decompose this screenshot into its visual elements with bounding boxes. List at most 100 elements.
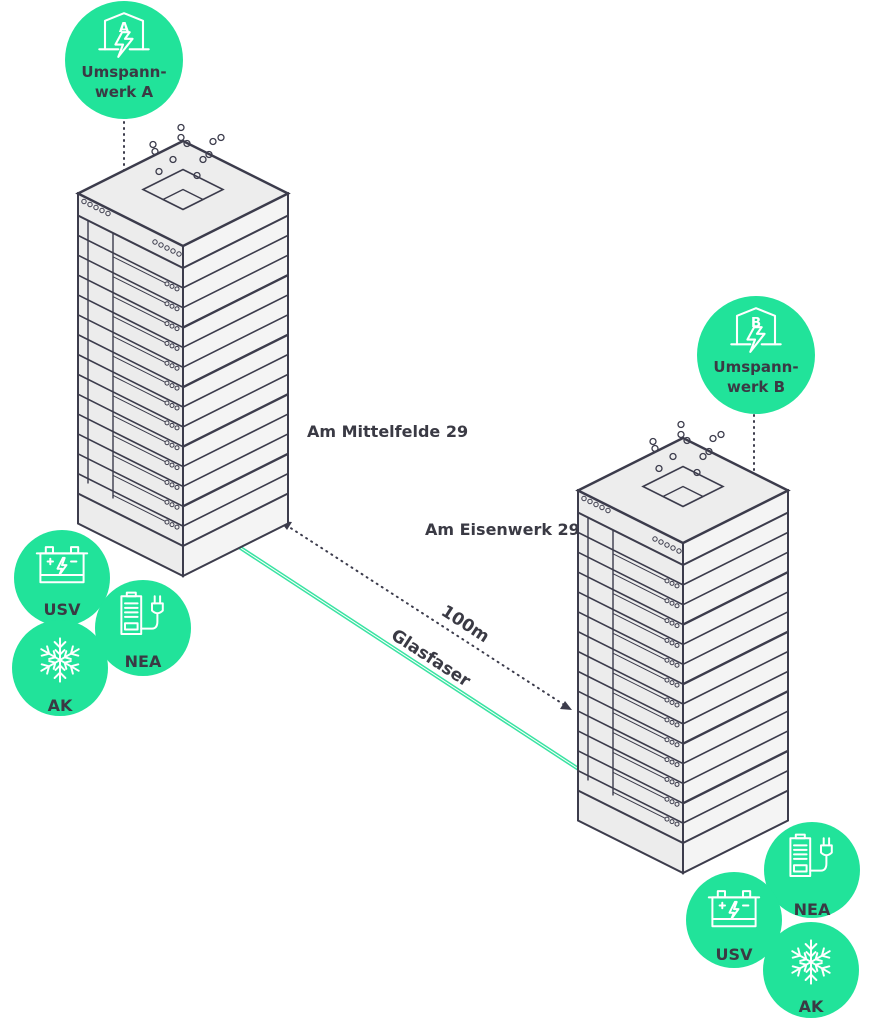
shelf-line bbox=[182, 452, 289, 508]
server-led bbox=[169, 363, 175, 369]
shelf-line bbox=[682, 749, 789, 805]
shelf-line bbox=[182, 413, 289, 468]
server-led bbox=[174, 365, 180, 371]
shelf-line bbox=[77, 393, 184, 448]
server-led bbox=[174, 326, 180, 332]
server-led bbox=[669, 580, 675, 586]
shelf-line bbox=[77, 294, 184, 349]
server-slot bbox=[112, 355, 166, 383]
tower-top-face bbox=[75, 139, 291, 248]
server-led bbox=[174, 286, 180, 292]
shelf-line bbox=[182, 254, 289, 309]
server-slot bbox=[612, 732, 666, 760]
site-label-left: Am Mittelfelde 29 bbox=[307, 422, 468, 441]
server-led bbox=[674, 662, 680, 668]
base-line bbox=[577, 789, 684, 844]
server-led bbox=[674, 762, 680, 768]
medium-label: Glasfaser bbox=[387, 625, 474, 691]
server-slot bbox=[612, 632, 666, 660]
status-led bbox=[99, 207, 105, 214]
shelf-line bbox=[182, 234, 289, 289]
server-led bbox=[164, 440, 170, 446]
roof-vent bbox=[177, 123, 185, 132]
facility-usv-right[interactable]: USV bbox=[686, 872, 782, 968]
server-led bbox=[174, 405, 180, 411]
status-led bbox=[593, 501, 599, 508]
roof-vent bbox=[699, 452, 707, 461]
server-led bbox=[164, 400, 170, 406]
facility-usv-left[interactable]: USV bbox=[14, 530, 110, 626]
server-led bbox=[169, 462, 175, 468]
server-led bbox=[169, 482, 175, 488]
shelf-line bbox=[182, 433, 289, 488]
server-led bbox=[664, 637, 670, 643]
server-slot bbox=[112, 494, 166, 522]
server-led bbox=[674, 642, 680, 648]
facility-ak-right[interactable]: AK bbox=[763, 922, 859, 1018]
server-led bbox=[164, 479, 170, 485]
shelf-line bbox=[182, 333, 289, 389]
shelf-line bbox=[682, 730, 789, 785]
server-slot bbox=[612, 712, 666, 740]
distance-arrow bbox=[280, 521, 572, 710]
server-led bbox=[674, 781, 680, 787]
server-led bbox=[674, 801, 680, 807]
server-led bbox=[169, 383, 175, 389]
server-led bbox=[174, 465, 180, 471]
roof-vent bbox=[155, 167, 163, 176]
shelf-line bbox=[577, 551, 684, 606]
server-led bbox=[174, 425, 180, 431]
server-led bbox=[674, 742, 680, 748]
facility-nea-right[interactable]: NEA bbox=[764, 822, 860, 919]
server-led bbox=[169, 422, 175, 428]
facility-ak-left[interactable]: AK bbox=[12, 620, 108, 716]
server-slot bbox=[112, 375, 166, 403]
shelf-line bbox=[577, 630, 684, 685]
shelf-line bbox=[182, 393, 289, 448]
site-label-right: Am Eisenwerk 29 bbox=[425, 520, 580, 539]
roof-vent bbox=[169, 155, 177, 164]
shelf-line bbox=[682, 630, 789, 686]
server-led bbox=[169, 343, 175, 349]
server-led bbox=[174, 484, 180, 490]
server-slot bbox=[612, 692, 666, 720]
server-led bbox=[174, 385, 180, 391]
server-led bbox=[169, 403, 175, 408]
shelf-line bbox=[77, 333, 184, 388]
fiber-link bbox=[234, 543, 582, 772]
status-led bbox=[670, 545, 676, 551]
shelf-line bbox=[577, 730, 684, 785]
base-line bbox=[182, 492, 289, 547]
server-led bbox=[669, 779, 675, 785]
facility-nea-left[interactable]: NEA bbox=[95, 580, 191, 676]
server-led bbox=[669, 640, 675, 646]
substation-b-badge[interactable]: B Umspann- werk B bbox=[697, 296, 815, 414]
roof-vent bbox=[209, 137, 217, 146]
server-led bbox=[674, 702, 680, 708]
roof-vent bbox=[177, 133, 185, 142]
facility-ak-left-label: AK bbox=[48, 696, 73, 715]
server-led bbox=[164, 360, 170, 366]
server-led bbox=[164, 301, 170, 307]
server-tower-right bbox=[575, 420, 791, 875]
roof-hatch-inner bbox=[661, 485, 705, 508]
shelf-line bbox=[77, 353, 184, 408]
shelf-line bbox=[77, 433, 184, 488]
roof-vent bbox=[151, 147, 159, 156]
shelf-line bbox=[182, 353, 289, 408]
shelf-line bbox=[682, 551, 789, 606]
server-slot bbox=[612, 553, 666, 581]
substation-a-badge[interactable]: A Umspann- werk A bbox=[65, 1, 183, 119]
shelf-line bbox=[77, 453, 184, 508]
server-led bbox=[174, 504, 180, 510]
server-led bbox=[664, 618, 670, 624]
facility-ak-right-label: AK bbox=[799, 997, 824, 1016]
server-led bbox=[669, 759, 675, 765]
server-slot bbox=[112, 395, 166, 423]
server-led bbox=[669, 620, 675, 626]
server-led bbox=[674, 623, 680, 629]
server-led bbox=[164, 460, 170, 466]
band-line bbox=[77, 214, 184, 269]
server-led bbox=[674, 722, 680, 728]
server-led bbox=[674, 821, 680, 827]
